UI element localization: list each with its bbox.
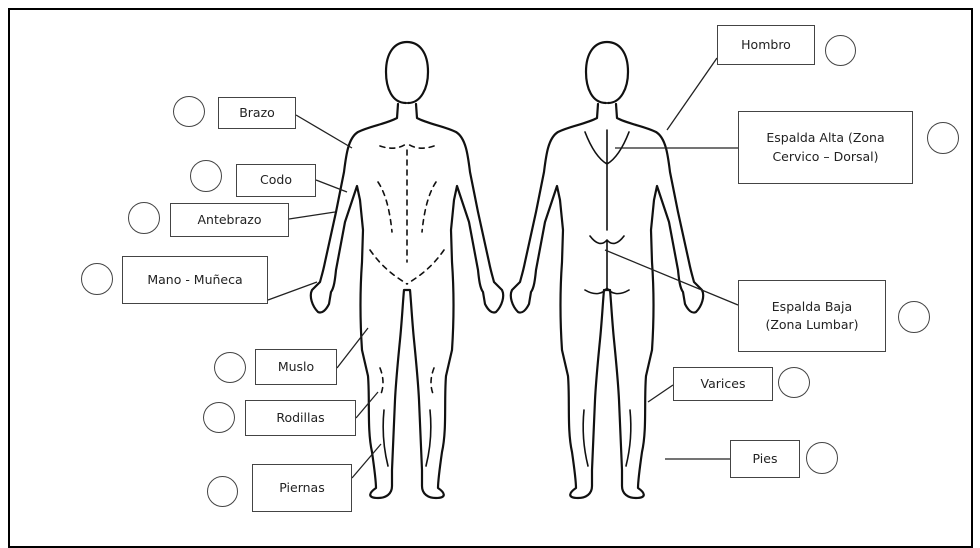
label-muslo: Muslo <box>255 349 337 385</box>
checkbox-espalda-baja[interactable] <box>898 301 930 333</box>
piernas-leader <box>352 444 381 478</box>
checkbox-muslo[interactable] <box>214 352 246 383</box>
varices-leader <box>648 385 673 402</box>
muslo-leader <box>337 328 368 368</box>
checkbox-pies[interactable] <box>806 442 838 474</box>
back-body-details <box>585 130 629 294</box>
label-espalda-baja-line1: Espalda Baja <box>772 298 852 316</box>
label-espalda-baja: Espalda Baja (Zona Lumbar) <box>738 280 886 352</box>
front-body-details <box>370 144 444 396</box>
label-codo: Codo <box>236 164 316 197</box>
label-espalda-baja-line2: (Zona Lumbar) <box>765 316 858 334</box>
back-body-figure <box>511 42 703 498</box>
checkbox-rodillas[interactable] <box>203 402 235 433</box>
antebrazo-leader <box>289 212 335 219</box>
mano-leader <box>268 282 317 300</box>
brazo-leader <box>296 115 352 148</box>
checkbox-brazo[interactable] <box>173 96 205 127</box>
label-brazo: Brazo <box>218 97 296 129</box>
checkbox-espalda-alta[interactable] <box>927 122 959 154</box>
label-antebrazo: Antebrazo <box>170 203 289 237</box>
label-espalda-alta-line1: Espalda Alta (Zona <box>766 129 884 147</box>
label-varices: Varices <box>673 367 773 401</box>
checkbox-varices[interactable] <box>778 367 810 398</box>
checkbox-hombro[interactable] <box>825 35 856 66</box>
hombro-leader <box>667 58 717 130</box>
label-rodillas: Rodillas <box>245 400 356 436</box>
espalda-baja-leader <box>605 250 738 305</box>
label-mano-muneca: Mano - Muñeca <box>122 256 268 304</box>
checkbox-piernas[interactable] <box>207 476 238 507</box>
label-pies: Pies <box>730 440 800 478</box>
checkbox-antebrazo[interactable] <box>128 202 160 234</box>
checkbox-mano-muneca[interactable] <box>81 263 113 295</box>
checkbox-codo[interactable] <box>190 160 222 192</box>
rodillas-leader <box>356 392 378 418</box>
label-hombro: Hombro <box>717 25 815 65</box>
label-espalda-alta: Espalda Alta (Zona Cervico – Dorsal) <box>738 111 913 184</box>
label-piernas: Piernas <box>252 464 352 512</box>
label-espalda-alta-line2: Cervico – Dorsal) <box>772 148 878 166</box>
